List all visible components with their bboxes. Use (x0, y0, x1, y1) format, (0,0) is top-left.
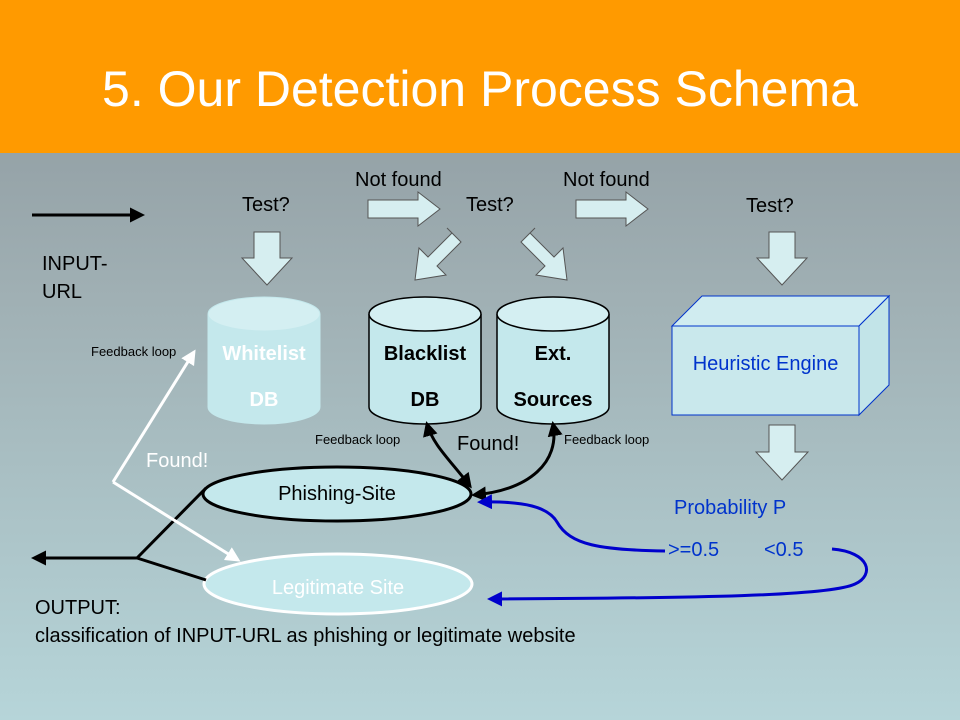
test-label-3: Test? (746, 195, 794, 217)
feedback-loop-label-right: Feedback loop (564, 432, 650, 447)
ext-feedback-curve (471, 421, 563, 502)
not-found-label-1: Not found (355, 169, 442, 191)
feedback-arrow-whitelist (111, 349, 196, 483)
probability-to-phishing-curve (477, 494, 666, 553)
whitelist-db-cylinder (207, 296, 321, 425)
threshold-lt-label: <0.5 (764, 539, 804, 561)
whitelist-label-line2: DB (249, 389, 279, 411)
phishing-site-label: Phishing-Site (278, 483, 396, 505)
not-found-label-2: Not found (563, 169, 650, 191)
probability-to-legit-curve (487, 547, 868, 607)
output-description: classification of INPUT-URL as phishing … (35, 625, 576, 647)
slide-title: 5. Our Detection Process Schema (102, 61, 858, 117)
input-url-label: INPUT-URL (42, 253, 108, 303)
blacklist-label-line1: Blacklist (383, 343, 467, 365)
output-heading: OUTPUT: (35, 597, 121, 619)
legitimate-site-label: Legitimate Site (271, 577, 405, 599)
output-line-phishing (135, 486, 208, 560)
test-label-2: Test? (466, 194, 514, 216)
test-arrow-heuristic (755, 231, 809, 286)
header-bar (0, 0, 960, 153)
output-line-legit (136, 556, 207, 582)
legitimate-site-node (202, 552, 474, 616)
ext-sources-label-line1: Ext. (534, 343, 572, 365)
feedback-loop-label-mid: Feedback loop (315, 432, 401, 447)
not-found-arrow-1 (367, 190, 441, 228)
phishing-site-node (201, 465, 473, 523)
found-label-left: Found! (146, 450, 209, 472)
heuristic-engine-label: Heuristic Engine (692, 353, 839, 375)
heuristic-engine-box (670, 294, 891, 417)
found-label-mid: Found! (457, 433, 520, 455)
arrow-to-blacklist (414, 227, 462, 281)
test-arrow-whitelist (240, 231, 294, 286)
blacklist-feedback-curve (423, 421, 472, 489)
test-label-1: Test? (242, 194, 290, 216)
ext-sources-label-line2: Sources (513, 389, 593, 411)
arrow-to-ext (520, 227, 568, 281)
probability-arrow (754, 424, 810, 481)
feedback-loop-label-left: Feedback loop (91, 344, 177, 359)
found-arrow-legitimate (112, 480, 241, 562)
threshold-ge-label: >=0.5 (668, 539, 720, 561)
not-found-arrow-2 (575, 190, 649, 228)
whitelist-label-line1: Whitelist (222, 343, 306, 365)
probability-label: Probability P (674, 497, 787, 519)
ext-sources-cylinder (496, 296, 610, 425)
blacklist-label-line2: DB (410, 389, 440, 411)
